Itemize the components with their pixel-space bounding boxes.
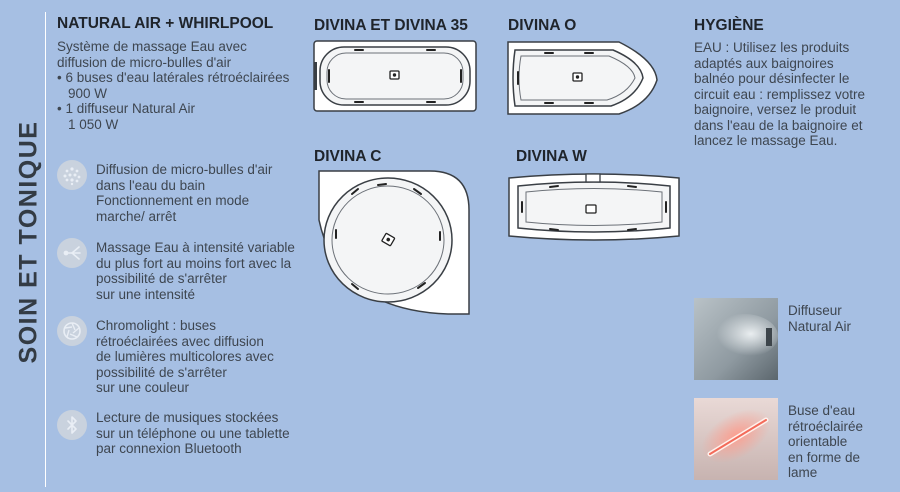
tub-title-divina-c: DIVINA C: [314, 148, 382, 165]
hygiene-text: EAU : Utilisez les produits adaptés aux …: [694, 40, 866, 148]
tub-divina-w-drawing: [508, 173, 680, 241]
tub-title-divina-35: DIVINA ET DIVINA 35: [314, 17, 468, 34]
water-massage-icon: [57, 238, 87, 268]
aperture-icon: [57, 316, 87, 346]
tub-divina-c-drawing: [318, 170, 470, 315]
diffuser-photo: [694, 298, 778, 380]
bubbles-icon: [57, 160, 87, 190]
tub-title-divina-o: DIVINA O: [508, 17, 577, 34]
intro-title: NATURAL AIR + WHIRLPOOL: [57, 15, 274, 32]
hygiene-title: HYGIÈNE: [694, 17, 764, 34]
blade-nozzle-photo: [694, 398, 778, 480]
feature-water-massage: Massage Eau à intensité variable du plus…: [96, 240, 295, 302]
feature-chromolight: Chromolight : buses rétroéclairées avec …: [96, 318, 274, 395]
tub-divina-35-drawing: [313, 40, 477, 112]
nozzle-caption: Buse d'eau rétroéclairée orientable en f…: [788, 403, 864, 480]
side-title: SOIN ET TONIQUE: [14, 120, 43, 364]
diffuser-caption: Diffuseur Natural Air: [788, 303, 852, 334]
divider-line: [45, 12, 46, 487]
tub-divina-o-drawing: [507, 41, 658, 115]
feature-micro-bubbles: Diffusion de micro-bulles d'air dans l'e…: [96, 162, 273, 224]
tub-title-divina-w: DIVINA W: [516, 148, 587, 165]
bluetooth-icon: [57, 410, 87, 440]
intro-text: Système de massage Eau avec diffusion de…: [57, 39, 290, 132]
feature-bluetooth: Lecture de musiques stockées sur un télé…: [96, 410, 290, 456]
